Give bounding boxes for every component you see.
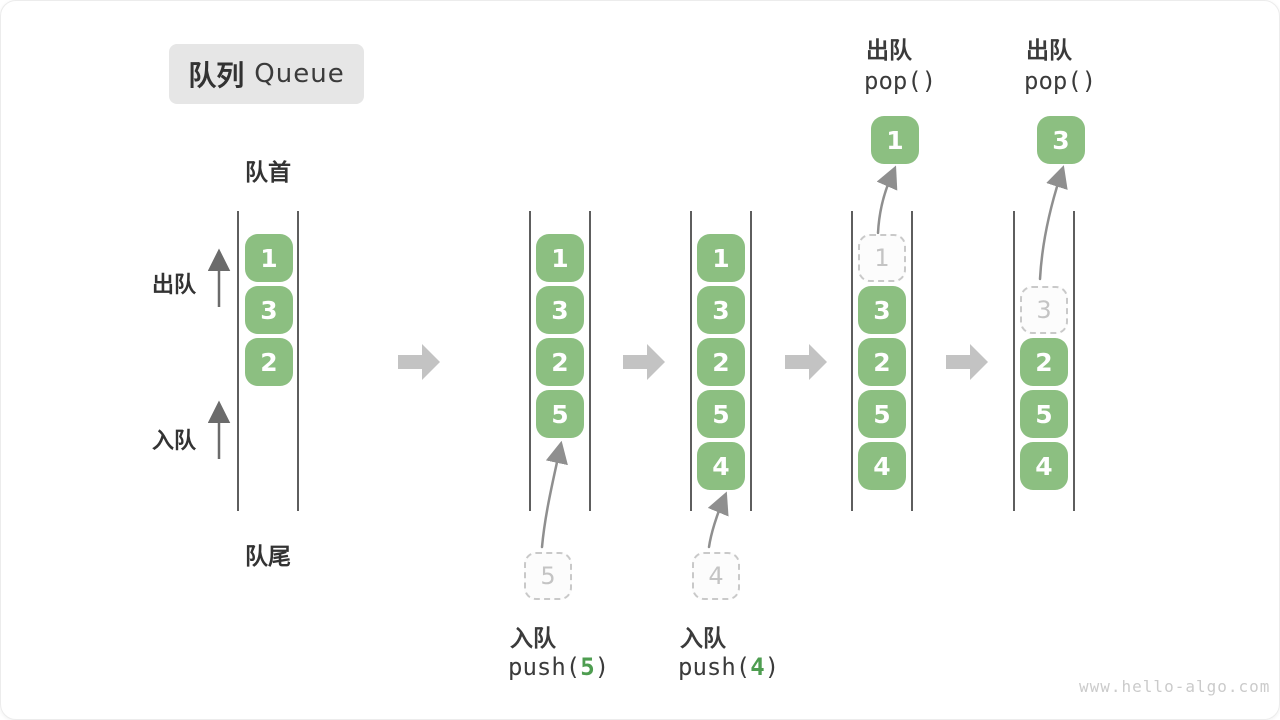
queue-channel-5 [1013, 211, 1075, 511]
front-label: 队首 [245, 160, 291, 186]
queue-channel-1 [237, 211, 299, 511]
code-post: ) [764, 653, 780, 681]
ghost-cell: 3 [1020, 286, 1068, 334]
ghost-cell: 1 [858, 234, 906, 282]
code-pre: push( [508, 653, 581, 681]
queue-cell: 4 [858, 442, 906, 490]
queue-cell: 1 [245, 234, 293, 282]
dequeue-caption-label: 出队 [866, 38, 912, 64]
ghost-cell: 4 [692, 552, 740, 600]
queue-cell: 2 [697, 338, 745, 386]
queue-cell: 2 [858, 338, 906, 386]
enqueue-caption-code: push(5) [508, 653, 609, 681]
queue-cell: 1 [697, 234, 745, 282]
title-en: Queue [254, 59, 345, 89]
queue-cell: 3 [536, 286, 584, 334]
dequeue-arrow-icon [876, 165, 898, 235]
dequeue-arrow-icon [1038, 165, 1068, 281]
enqueue-side-label: 入队 [152, 429, 197, 454]
enqueue-caption-label: 入队 [510, 626, 556, 652]
queue-cell: 5 [1020, 390, 1068, 438]
queue-channel-3 [690, 211, 752, 511]
queue-cell: 3 [858, 286, 906, 334]
queue-cell: 3 [245, 286, 293, 334]
popped-cell: 1 [871, 116, 919, 164]
code-arg: 4 [750, 653, 765, 681]
queue-channel-4 [851, 211, 913, 511]
code-arg: 5 [580, 653, 595, 681]
dequeue-caption-code: pop() [1024, 67, 1097, 95]
code-post: ) [594, 653, 610, 681]
title-badge: 队列 Queue [169, 44, 364, 104]
dequeue-caption-code: pop() [864, 67, 937, 95]
queue-cell: 2 [536, 338, 584, 386]
queue-cell: 4 [697, 442, 745, 490]
queue-cell: 4 [1020, 442, 1068, 490]
rear-label: 队尾 [245, 544, 291, 570]
enqueue-caption-label: 入队 [680, 626, 726, 652]
queue-cell: 5 [536, 390, 584, 438]
stage-arrow-icon [398, 344, 440, 380]
popped-cell: 3 [1037, 116, 1085, 164]
code-pre: push( [678, 653, 751, 681]
enqueue-arrow-icon [540, 440, 568, 549]
ghost-cell: 5 [524, 552, 572, 600]
queue-cell: 3 [697, 286, 745, 334]
dequeue-up-arrow-icon [207, 248, 231, 307]
enqueue-up-arrow-icon [207, 400, 231, 459]
enqueue-caption-code: push(4) [678, 653, 779, 681]
queue-cell: 2 [245, 338, 293, 386]
stage-arrow-icon [623, 344, 665, 380]
queue-cell: 5 [697, 390, 745, 438]
queue-cell: 2 [1020, 338, 1068, 386]
title-zh: 队列 [188, 59, 245, 92]
watermark: www.hello-algo.com [1079, 677, 1271, 696]
queue-cell: 5 [858, 390, 906, 438]
dequeue-caption-label: 出队 [1026, 38, 1072, 64]
queue-channel-2 [529, 211, 591, 511]
stage-arrow-icon [946, 344, 988, 380]
queue-cell: 1 [536, 234, 584, 282]
enqueue-arrow-icon [707, 491, 729, 549]
stage-arrow-icon [785, 344, 827, 380]
dequeue-side-label: 出队 [152, 273, 197, 298]
